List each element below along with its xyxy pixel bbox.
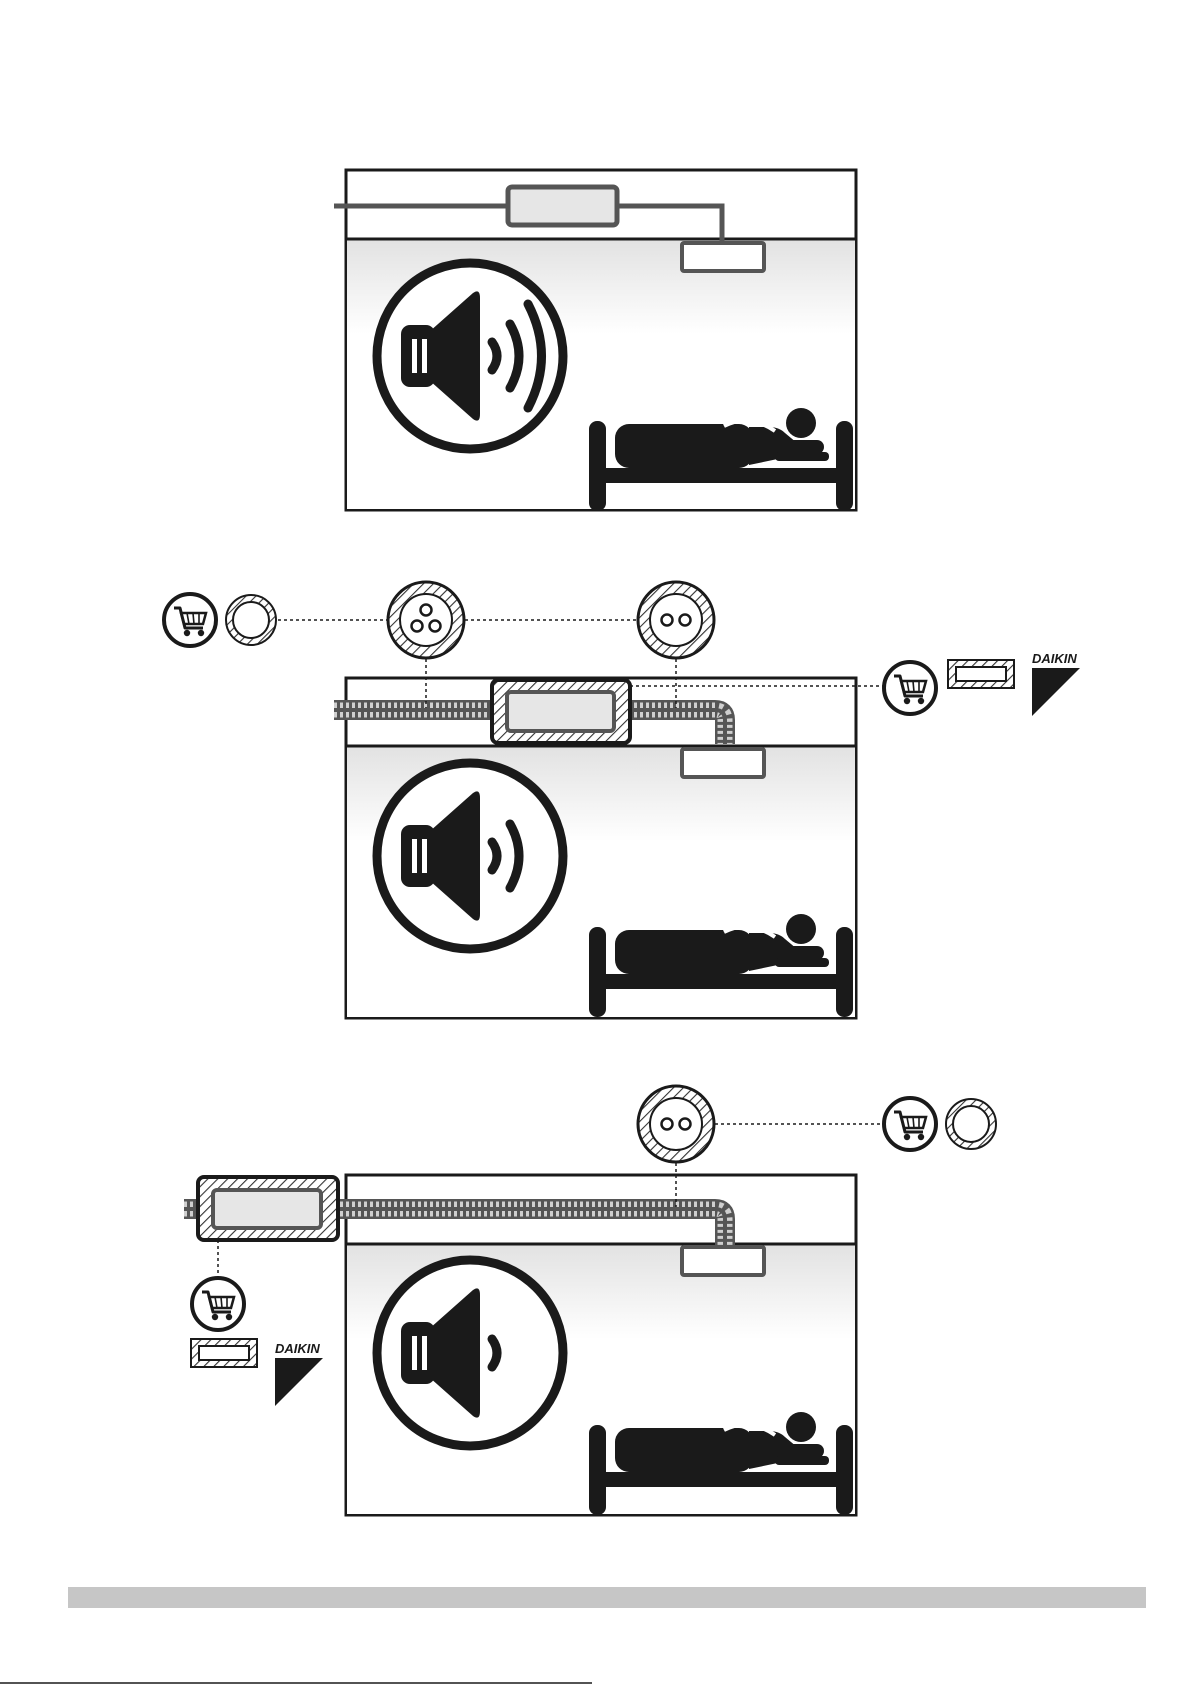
scene-3: DAIKIN	[184, 1086, 996, 1515]
brand-logo-text: DAIKIN	[1032, 651, 1077, 666]
scene-2: DAIKIN	[164, 582, 1080, 1018]
insulation-strip-icon	[191, 1339, 257, 1367]
pipe-cross-section-two-icon	[638, 582, 714, 658]
duct-unit	[213, 1190, 321, 1228]
pipe-cross-section-two-icon	[638, 1086, 714, 1162]
shopping-cart-icon	[884, 662, 936, 714]
daikin-logo-icon: DAIKIN	[1032, 651, 1080, 716]
brand-logo-text: DAIKIN	[275, 1341, 320, 1356]
shopping-cart-icon	[192, 1278, 244, 1330]
daikin-logo-icon: DAIKIN	[275, 1341, 323, 1406]
insulation-ring-icon	[226, 595, 276, 645]
pipe-cross-section-three-icon	[388, 582, 464, 658]
indoor-unit	[682, 243, 764, 271]
speaker-icon	[377, 763, 563, 949]
speaker-icon	[377, 1260, 563, 1446]
duct-unit	[508, 187, 617, 225]
insulation-strip-icon	[948, 660, 1014, 688]
indoor-unit	[682, 1247, 764, 1275]
indoor-unit	[682, 749, 764, 777]
duct-unit	[507, 692, 614, 731]
scene-1	[334, 170, 856, 511]
insulation-ring-icon	[946, 1099, 996, 1149]
shopping-cart-icon	[164, 594, 216, 646]
footer-bar	[68, 1587, 1146, 1608]
speaker-icon	[377, 263, 563, 449]
shopping-cart-icon	[884, 1098, 936, 1150]
